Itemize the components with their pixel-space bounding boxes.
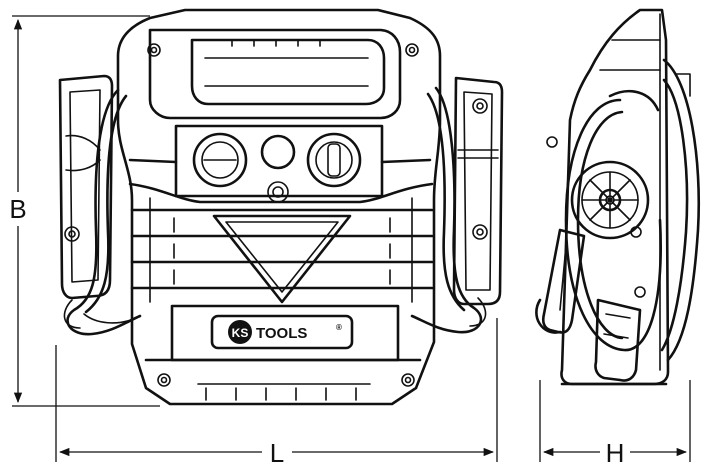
h-label-bg (600, 436, 630, 468)
logo-registered: ® (336, 323, 342, 332)
side-view (535, 8, 701, 386)
side-housing-outline (560, 8, 670, 386)
lower-panel: KS TOOLS ® (170, 304, 400, 362)
side-cable-reel (570, 160, 650, 240)
right-clamp (452, 76, 504, 306)
triangle-emblem (212, 214, 352, 304)
logo-prefix: KS (232, 326, 249, 340)
side-lower-clamp (594, 298, 642, 382)
brand-logo: KS TOOLS ® (228, 320, 342, 344)
side-screw-icon (546, 136, 558, 148)
housing-outline (116, 8, 442, 406)
side-screw-icon (630, 226, 642, 238)
center-button-icon (260, 134, 296, 203)
dimension-b: B (4, 15, 160, 407)
side-screw-icon (634, 286, 646, 298)
base (144, 358, 422, 401)
left-gauge-icon (192, 132, 248, 188)
body-ribs (128, 158, 434, 303)
dimension-h: H (539, 380, 691, 468)
l-label: L (270, 438, 284, 468)
control-panel (174, 124, 384, 203)
l-label-bg (262, 436, 292, 468)
dimension-l: L (55, 318, 498, 468)
right-cable-bundle (410, 86, 487, 334)
logo-suffix: TOOLS (256, 325, 307, 342)
side-cable-loop (564, 89, 662, 352)
h-label: H (606, 438, 625, 468)
b-label-bg (4, 192, 32, 226)
power-switch-icon (306, 132, 362, 188)
b-label: B (9, 194, 26, 224)
front-view: KS TOOLS ® (58, 8, 504, 406)
side-right-cable (660, 58, 701, 362)
left-clamp (58, 74, 114, 300)
carry-handle (147, 28, 419, 120)
side-clamp (535, 228, 586, 334)
